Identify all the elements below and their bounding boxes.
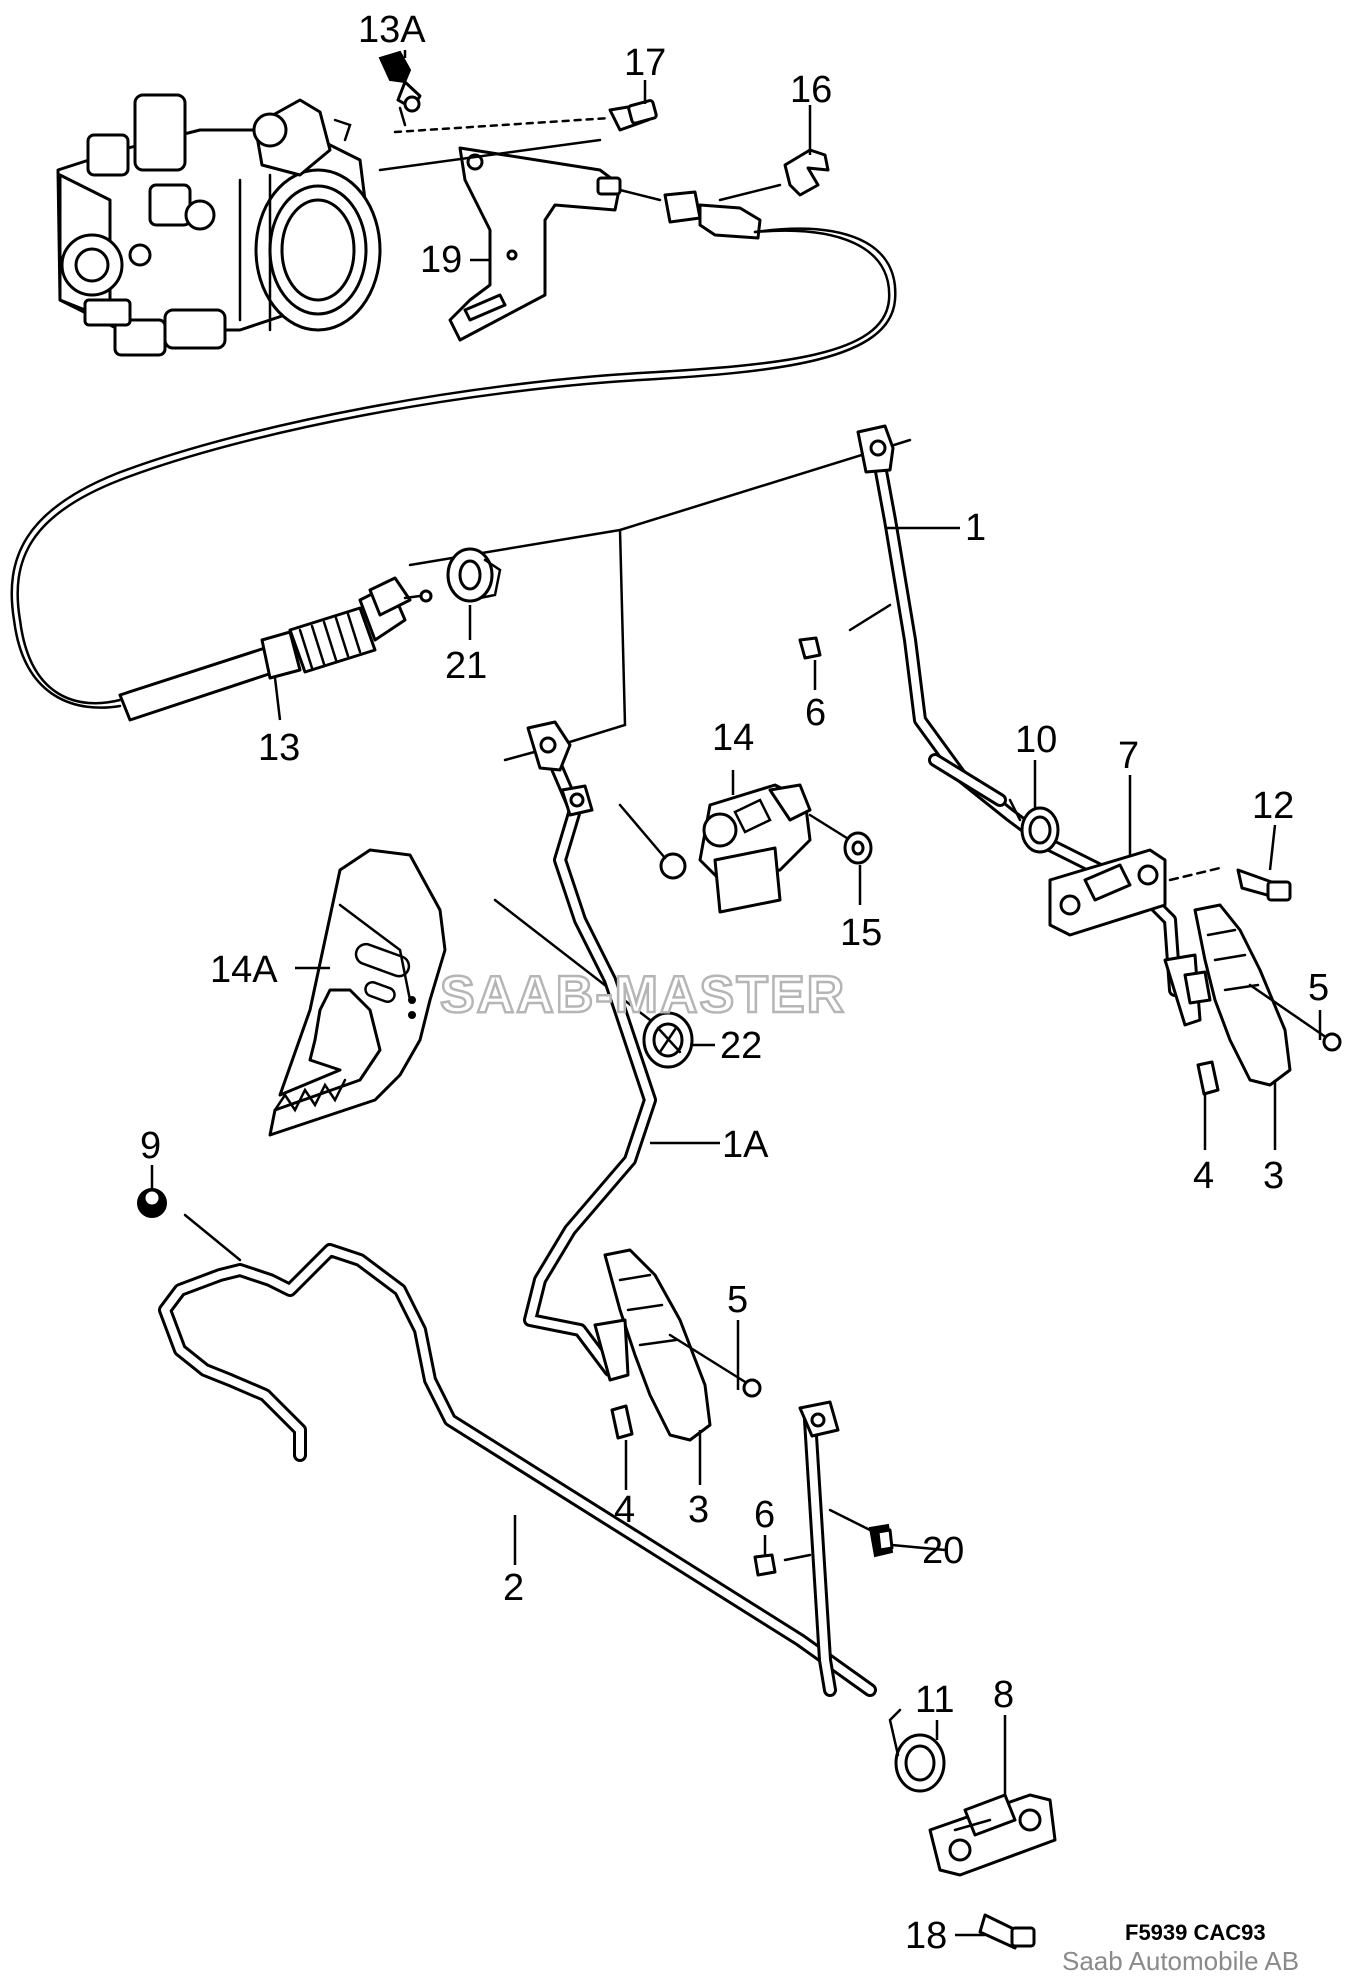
pin-6-lower (753, 1553, 812, 1577)
callout-4-lower: 4 (614, 1489, 635, 1531)
callout-17: 17 (624, 42, 666, 84)
callout-19: 19 (420, 239, 462, 281)
throttle-body (56, 93, 382, 357)
bracket-19 (448, 146, 622, 342)
rod-2 (158, 1213, 877, 1697)
washer-15 (843, 831, 873, 865)
cover-14a (268, 848, 447, 1137)
callout-1: 1 (965, 507, 986, 549)
cable-end-fitting (378, 138, 782, 240)
callout-14a: 14A (210, 949, 278, 991)
copyright-notice: Saab Automobile AB (1062, 1946, 1299, 1976)
bolt-5-lower (668, 1333, 762, 1398)
callout-3-lower: 3 (688, 1489, 709, 1531)
pedal-lever-1a (523, 720, 657, 1377)
callout-6-lower: 6 (754, 1494, 775, 1536)
callout-5-lower: 5 (727, 1279, 748, 1321)
bolt-18 (978, 1913, 1036, 1950)
spring-11 (888, 1708, 946, 1793)
pedal-pad-3-upper (1163, 903, 1292, 1087)
watermark: SAAB-MASTER (440, 966, 846, 1024)
callout-16: 16 (790, 69, 832, 111)
pin-6-upper (798, 603, 892, 660)
spring-10 (1008, 798, 1060, 854)
grommet-21 (446, 547, 502, 603)
leader-lines (150, 50, 1322, 1937)
switch-14 (618, 783, 852, 914)
callout-8: 8 (993, 1674, 1014, 1716)
callout-1a: 1A (722, 1124, 769, 1166)
bolt-5-upper (1248, 983, 1342, 1052)
callout-3-upper: 3 (1263, 1155, 1284, 1197)
figure-reference: F5939 CAC93 (1125, 1920, 1266, 1945)
callout-5-upper: 5 (1308, 967, 1329, 1009)
callout-4-upper: 4 (1193, 1155, 1214, 1197)
pedal-bracket-7 (1048, 848, 1222, 937)
clip-4-upper (1196, 1060, 1220, 1096)
callout-7: 7 (1118, 735, 1139, 777)
cable-clip-13a (378, 50, 422, 127)
callout-12: 12 (1252, 785, 1294, 827)
lever-lower (798, 1400, 840, 1697)
bolt-12 (1236, 868, 1292, 902)
cable-adjuster-13 (118, 576, 433, 722)
callout-13: 13 (258, 727, 300, 769)
pedal-bracket-8 (928, 1793, 1057, 1877)
callout-15: 15 (840, 912, 882, 954)
callout-9: 9 (140, 1125, 161, 1167)
callout-18: 18 (905, 1915, 947, 1957)
callout-20: 20 (922, 1530, 964, 1572)
callout-13a: 13A (358, 9, 426, 51)
callout-6-upper: 6 (805, 692, 826, 734)
clip-20 (828, 1508, 894, 1558)
clip-4-lower (610, 1404, 634, 1440)
callout-11: 11 (915, 1679, 954, 1721)
callout-21: 21 (445, 645, 487, 687)
clip-16 (783, 148, 830, 197)
callout-2: 2 (503, 1567, 524, 1609)
pedal-stop-9 (137, 1188, 167, 1218)
callout-10: 10 (1015, 719, 1057, 761)
bolt-17 (393, 99, 658, 134)
grommet-22 (493, 898, 694, 1069)
callout-14: 14 (712, 717, 754, 759)
callout-22: 22 (720, 1025, 762, 1067)
callouts: 13A 17 16 19 1 21 13 6 14 10 7 12 15 14A… (140, 9, 1329, 1957)
